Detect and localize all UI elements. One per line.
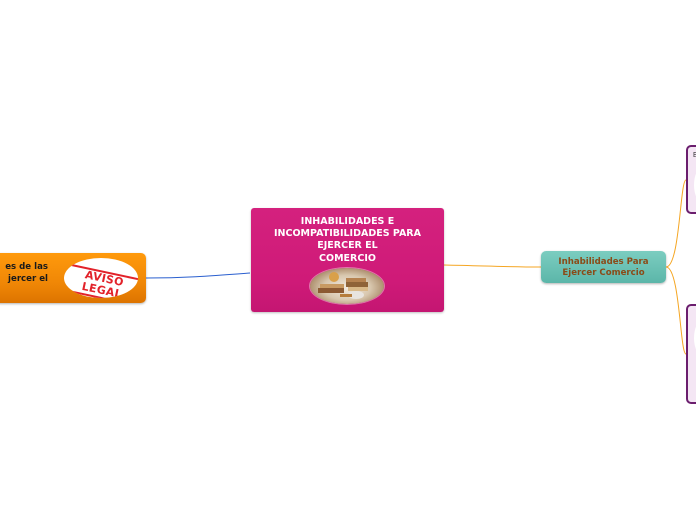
subtopic-2[interactable] (686, 304, 696, 404)
link-central-right (443, 264, 542, 268)
topic-label: Inhabilidades Para Ejercer Comercio (558, 257, 649, 278)
subtopic-1-image (694, 167, 696, 203)
aviso-legal-stamp-text: AVISO LEGAL (65, 264, 138, 298)
topic-label: es de las jercer el (5, 262, 48, 284)
law-books-illustration (318, 272, 368, 299)
link-right-sub2 (665, 266, 687, 355)
law-books-image (310, 268, 384, 304)
topic-inhabilidades-para-ejercer-comercio[interactable]: Inhabilidades Para Ejercer Comercio (541, 251, 666, 283)
link-right-sub1 (665, 179, 687, 268)
subtopic-1-text: E (693, 152, 696, 159)
central-topic[interactable]: INHABILIDADES E INCOMPATIBILIDADES PARA … (251, 208, 444, 312)
link-central-left (145, 272, 251, 279)
subtopic-2-image (694, 320, 696, 356)
subtopic-1[interactable]: E (686, 145, 696, 214)
topic-aviso-legal[interactable]: es de las jercer el AVISO LEGAL (0, 253, 146, 303)
aviso-legal-stamp-image: AVISO LEGAL (64, 258, 138, 298)
central-topic-title: INHABILIDADES E INCOMPATIBILIDADES PARA … (274, 216, 421, 264)
